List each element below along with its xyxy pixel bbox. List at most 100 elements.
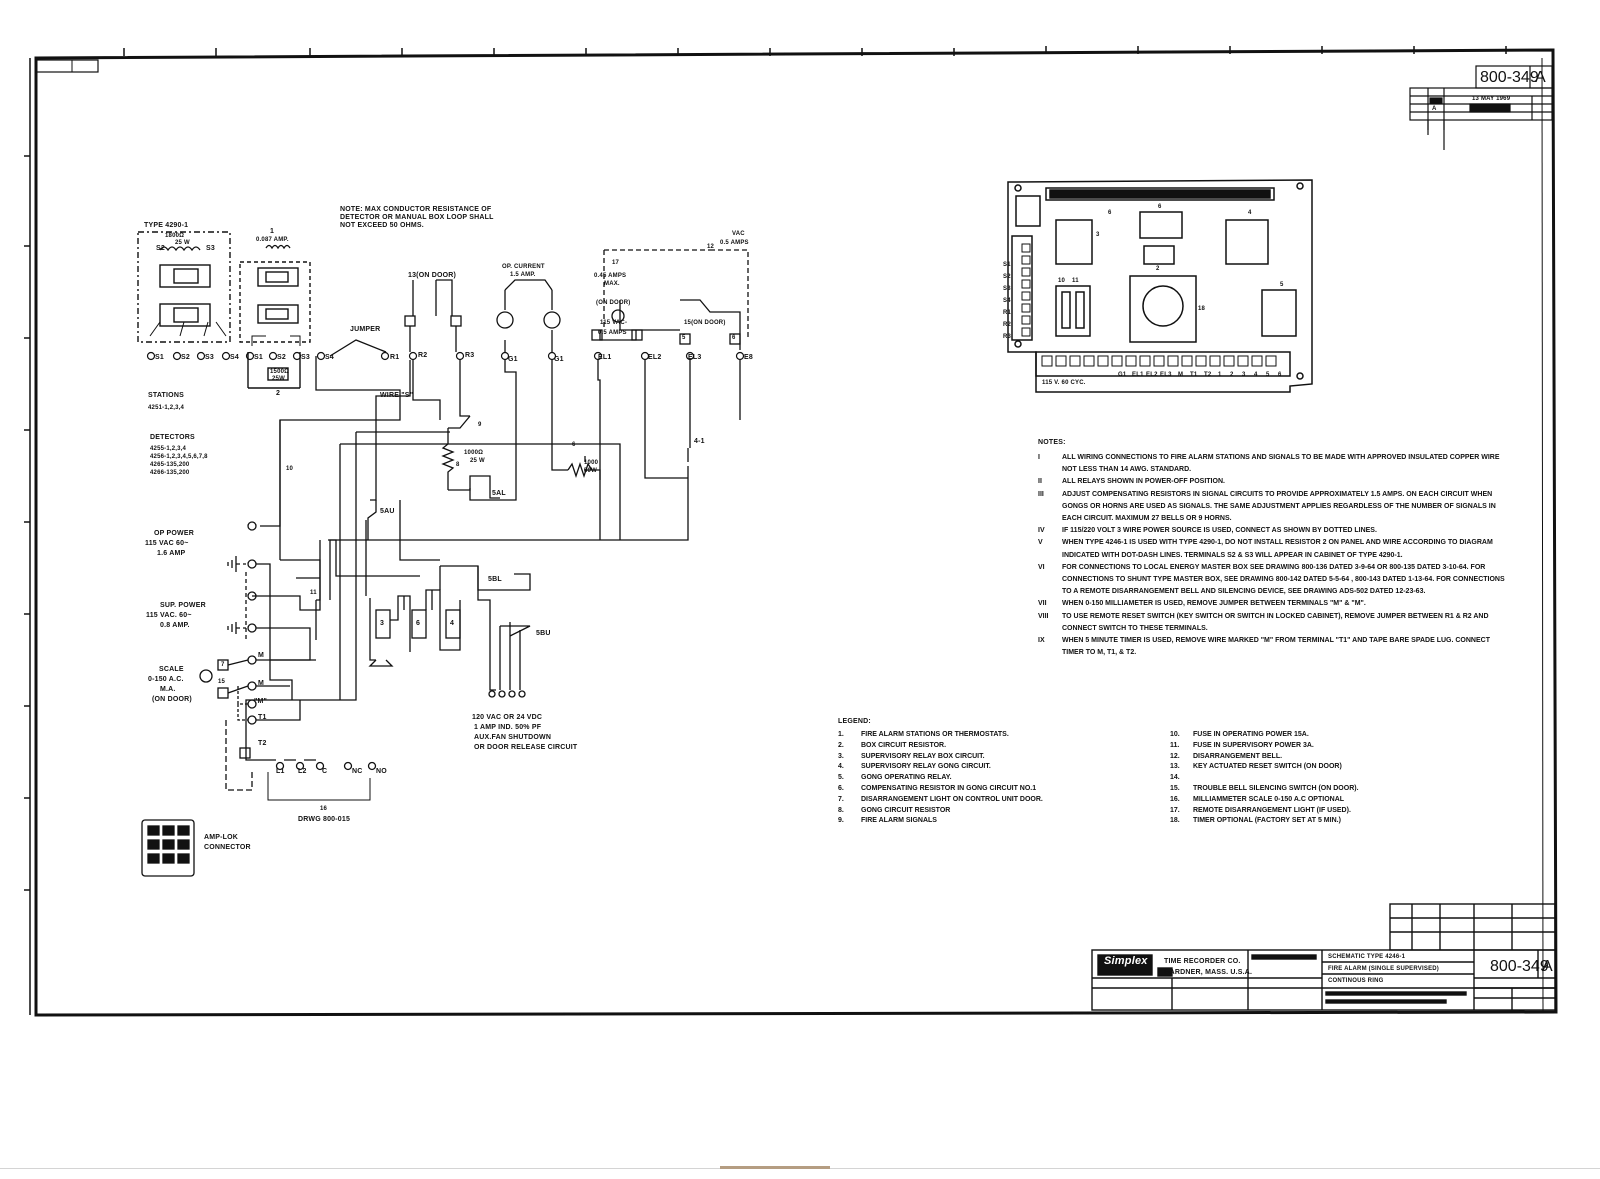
label-g1-a: G1 [508,356,518,363]
label-l1: L1 [276,768,285,775]
legend-text: SUPERVISORY RELAY GONG CIRCUIT. [861,763,991,771]
label-nc: NC [352,768,363,775]
legend-num: 8. [838,806,844,814]
label-1000b: 1000 [584,460,599,466]
detectors-model-1: 4255-1,2,3,4 [150,446,187,452]
terminal-s4-a: S4 [230,354,239,361]
legend-num: 15. [1170,784,1180,792]
label-t2: T2 [258,740,267,747]
label-sup-power: SUP. POWER [160,602,206,609]
label-item-1: 1 [270,228,275,235]
panel-bottom-label: 115 V. 60 CYC. [1042,380,1086,386]
terminal-s3-a: S3 [205,354,214,361]
label-op-power-a: 1.6 AMP [157,550,186,557]
label-5au: 5AU [380,508,395,515]
label-m-3: "M" [254,698,268,705]
rev-table-rev: A [1432,106,1437,112]
panel-bottom-2: 2 [1230,372,1234,378]
label-el1: EL1 [598,354,612,361]
legend-item: 9. FIRE ALARM SIGNALS [838,816,1043,827]
legend-num: 6. [838,784,844,792]
panel-num-3: 3 [1096,232,1100,238]
label-5bl: 5BL [488,576,502,583]
legend-item: 15.TROUBLE BELL SILENCING SWITCH (ON DOO… [1170,784,1359,795]
note-num: VIII [1038,612,1049,620]
panel-num-6a: 6 [1108,210,1112,216]
legend-num: 2. [838,741,844,749]
label-e8: E8 [744,354,753,361]
label-item-10: 10 [286,466,294,472]
label-vac: VAC [732,231,745,237]
label-g1-b: G1 [554,356,564,363]
label-el2: EL2 [648,354,662,361]
label-25w-3: 25 W [470,458,485,464]
label-r3: R3 [465,352,475,359]
title-line-2: FIRE ALARM (SINGLE SUPERVISED) [1328,966,1440,972]
legend-num: 4. [838,763,844,771]
panel-num-5: 5 [1280,282,1284,288]
panel-term-s4: S4 [1003,298,1011,304]
note-text: IF 115/220 VOLT 3 WIRE POWER SOURCE IS U… [1062,527,1377,535]
label-sup-power-a: 0.8 AMP. [160,622,190,629]
border-right-double [1541,57,1544,1013]
note-num: IV [1038,527,1045,535]
note-text: ALL WIRING CONNECTIONS TO FIRE ALARM STA… [1062,454,1500,474]
label-op-current-amp: 1.5 AMP. [510,272,536,278]
drawing-number-bottom: 800-349 [1490,958,1549,975]
legend-text: FIRE ALARM SIGNALS [861,817,937,825]
note-text: WHEN 0-150 MILLIAMETER IS USED, REMOVE J… [1062,600,1366,608]
stations-title: STATIONS [148,392,184,399]
label-05-amps: 0.5 AMPS [598,330,627,336]
legend-right: 10.FUSE IN OPERATING POWER 15A. 11.FUSE … [1170,730,1359,827]
panel-term-s1: S1 [1003,262,1011,268]
legend-item: 6.COMPENSATING RESISTOR IN GONG CIRCUIT … [838,784,1043,795]
legend-item: 4. SUPERVISORY RELAY GONG CIRCUIT. [838,762,1043,773]
title-line-3: CONTINOUS RING [1328,978,1384,984]
legend-item: 8.GONG CIRCUIT RESISTOR [838,806,1043,817]
label-relay-6: 6 [416,620,421,627]
label-s3: S3 [206,245,215,252]
terminal-s2-b: S2 [277,354,286,361]
legend-num: 9. [838,817,844,825]
legend-item: 12.DISARRANGEMENT BELL. [1170,752,1359,763]
label-item-15: 15 [218,679,226,685]
legend-item: 16.MILLIAMMETER SCALE 0-150 A.C OPTIONAL [1170,795,1359,806]
note-num: VI [1038,563,1045,571]
top-ticks [123,46,1507,56]
legend-text: FIRE ALARM STATIONS OR THERMOSTATS. [861,731,1009,738]
panel-term-s3: S3 [1003,286,1011,292]
legend-item: 11.FUSE IN SUPERVISORY POWER 3A. [1170,741,1359,752]
label-scale-door: (ON DOOR) [152,696,192,703]
note-text: ALL RELAYS SHOWN IN POWER-OFF POSITION. [1062,478,1225,486]
drawing-number-top: 800-349 [1480,69,1539,86]
legend-text: KEY ACTUATED RESET SWITCH (ON DOOR) [1193,763,1342,771]
label-item-2: 2 [276,390,281,397]
legend-item: 5.GONG OPERATING RELAY. [838,773,1043,784]
terminal-s3-b: S3 [301,354,310,361]
corner-stamp [35,59,99,73]
label-connector: CONNECTOR [204,844,251,851]
station-box-1 [239,261,311,343]
legend-text: FUSE IN OPERATING POWER 15A. [1193,731,1309,738]
label-jumper: JUMPER [350,326,381,333]
label-item-9: 9 [478,422,482,428]
company-logo: Simplex [1104,955,1148,967]
label-item-8: 8 [456,462,460,468]
label-5al: 5AL [492,490,506,497]
legend-item: 10.FUSE IN OPERATING POWER 15A. [1170,730,1359,741]
legend-item: 13.KEY ACTUATED RESET SWITCH (ON DOOR) [1170,762,1359,773]
panel-num-10: 10 [1058,278,1066,284]
label-max: MAX. [604,281,620,287]
label-op-power-v: 115 VAC 60~ [145,540,189,547]
company-city: GARDNER, MASS. U.S.A. [1164,969,1253,976]
label-045-amps: 0.45 AMPS [594,273,627,279]
panel-num-2: 2 [1156,266,1160,272]
legend-title: LEGEND: [838,718,871,725]
label-aux-4: OR DOOR RELEASE CIRCUIT [474,744,578,751]
label-1800-ohm: 1800Ω [165,233,185,239]
